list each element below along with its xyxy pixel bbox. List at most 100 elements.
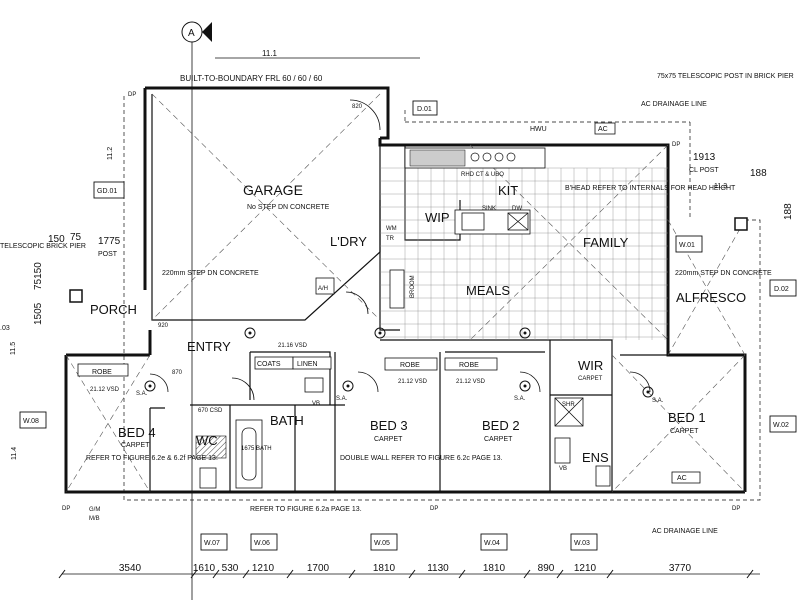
note-post: 75x75 TELESCOPIC POST IN BRICK PIER [657,73,794,80]
ac-unit-bottom [671,471,701,484]
note-vb-ens: VB [559,466,567,472]
garage-diagonals [151,93,381,321]
dim-1775: 1775 [98,236,121,247]
boundary-top [404,110,640,123]
post-porch [69,289,83,303]
bottom-dim-label: 1810 [373,563,396,574]
note-double-wall: DOUBLE WALL REFER TO FIGURE 6.2c PAGE 13… [340,455,503,462]
ref-top: 11.1 [262,49,278,58]
note-ac-drainage-bottom: AC DRAINAGE LINE [652,528,718,535]
note-post-left: POST [98,251,118,258]
vanity-basin [304,377,324,393]
tag-w03: W.03 [570,533,598,551]
smoke-alarm-icon [144,327,654,398]
room-bed2: BED 2 [482,418,520,433]
door-swing-laundry [345,291,369,315]
dim-11-2: 11.2 [107,147,114,160]
note-refer-bottom: REFER TO FIGURE 6.2a PAGE 13. [250,506,362,513]
note-ah: A/H [318,286,328,292]
label-robe-bed3: ROBE [400,362,420,369]
label-robe-bed2: ROBE [459,362,479,369]
tag-d02: D.02 [769,279,797,297]
note-cl-post: CL POST [689,167,719,174]
wc-hatch [195,435,227,459]
bottom-dim-label: 890 [538,563,555,574]
family-diagonals [469,144,669,341]
note-sa-bed2: S.A. [514,396,526,402]
tag-w08-label: W.08 [23,418,39,425]
dim-03: .03 [0,325,10,332]
bed2-carpet: CARPET [484,436,513,443]
note-dp-tr: DP [672,142,680,148]
note-hwu: HWU [530,126,547,133]
bed3-carpet: CARPET [374,436,403,443]
room-wc: WC [196,433,218,448]
dim-920: 920 [158,323,169,329]
note-bath-size: 1675 BATH [241,446,272,452]
tag-w01: W.01 [675,235,703,253]
bottom-dim-label: 530 [222,563,239,574]
dim-11-3: 11.3 [714,183,727,190]
tag-w02: W.02 [769,415,797,433]
dim-820: 820 [352,104,363,110]
room-porch: PORCH [90,302,137,317]
note-rhd: RHD CT & UBO [461,172,504,178]
tag-w01-label: W.01 [679,242,695,249]
note-vsd-bed3: 21.12 VSD [398,379,428,385]
note-ac-drainage-top: AC DRAINAGE LINE [641,101,707,108]
site-boundary [123,96,761,501]
robe-bed4 [77,363,129,377]
note-wm: WM [386,226,397,232]
house-top-wall [378,138,670,220]
tag-d02-label: D.02 [774,286,789,293]
tag-w03-label: W.03 [574,540,590,547]
bottom-dim-label: 1700 [307,563,330,574]
room-alfresco: ALFRESCO [676,290,746,305]
grid-bubble: A [181,21,212,43]
ens-vanity [554,437,571,464]
tag-w07: W.07 [200,533,228,551]
tag-w05: W.05 [370,533,398,551]
note-bhead: B'HEAD REFER TO INTERNALS FOR HEAD HEIGH… [565,185,736,192]
note-ac-top: AC [598,126,608,133]
dim-188: 188 [750,168,767,179]
room-wir: WIR [578,358,603,373]
bottom-dim-label: 1810 [483,563,506,574]
dim-tick [212,569,220,579]
note-dp-tl: DP [128,92,136,98]
dim-tick [458,569,466,579]
label-linen: LINEN [297,361,318,368]
dim-11-5: 11.5 [10,342,17,355]
room-kit: KIT [498,183,518,198]
note-refer-bed4: REFER TO FIGURE 6.2e & 6.2f PAGE 13. [86,455,218,462]
note-telescopic: TELESCOPIC BRICK PIER [0,243,86,250]
dim-188-right: 188 [783,203,794,220]
room-family: FAMILY [583,235,629,250]
dim-tick [556,569,564,579]
room-bed4: BED 4 [118,425,156,440]
bottom-dim-label: 1210 [252,563,275,574]
tag-w04-label: W.04 [484,540,500,547]
note-sink: SINK [482,206,496,212]
dim-11-4: 11.4 [11,447,18,460]
dim-tick [606,569,614,579]
dim-1505: 1505 [33,302,44,325]
dim-tick [408,569,416,579]
dim-tick [746,569,754,579]
sink-icon [461,212,485,231]
note-mb: M/B [89,516,100,522]
porch-sub: 220mm STEP DN CONCRETE [162,270,259,277]
door-swing-bed4 [149,373,169,393]
tag-w07-label: W.07 [204,540,220,547]
alfresco-sub: 220mm STEP DN CONCRETE [675,270,772,277]
door-swing-bed3 [357,371,379,393]
room-wip: WIP [425,210,450,225]
note-vb-bath: VB [312,401,320,407]
dishwasher-cross [507,212,529,231]
note-sa-bed4: S.A. [136,391,148,397]
note-sa-bed1: S.A. [652,398,664,404]
label-robe-bed4: ROBE [92,369,112,376]
tag-w02-label: W.02 [773,422,789,429]
robe-bed3 [384,357,438,371]
